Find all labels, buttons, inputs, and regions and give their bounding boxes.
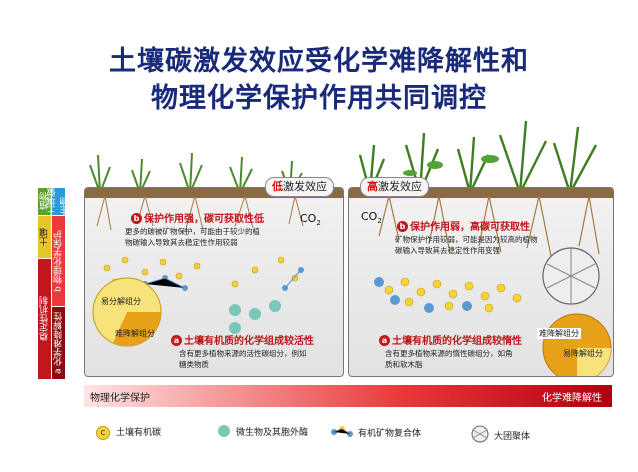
- right-roots: [378, 196, 600, 257]
- left-desc-a-line-1: 含有更多植物来源的活性碳组分，例如: [179, 349, 307, 358]
- side-physical-text: 物理化学保护: [54, 230, 64, 285]
- left-effect-badge: 低激发效应: [265, 177, 334, 197]
- left-co2-sub: 2: [316, 219, 321, 228]
- side-chem-text: 化学难降解性: [54, 312, 64, 367]
- side-label-soil: 土壤: [38, 216, 51, 258]
- side-physical-num: b: [53, 286, 64, 292]
- right-co2-text: CO: [361, 210, 378, 223]
- legend-soc: C 土壤有机碳: [96, 425, 161, 440]
- legend-aggregate-label: 大团聚体: [494, 432, 531, 442]
- title-line-2: 物理化学保护作用共同调控: [151, 83, 487, 114]
- right-co2: CO2: [361, 210, 382, 225]
- left-desc-b-line-2: 物碳输入导致其去稳定性作用较弱: [125, 238, 238, 247]
- right-pie-hard-label: 难降解组分: [537, 328, 581, 339]
- gradient-bar: 物理化学保护 化学难降解性: [84, 385, 612, 407]
- legend-soc-icon: C: [96, 426, 110, 440]
- legend-soc-label: 土壤有机碳: [116, 428, 162, 438]
- right-effect-badge: 高激发效应: [360, 177, 429, 197]
- title-line-1: 土壤碳激发效应受化学难降解性和: [109, 46, 529, 77]
- left-pie: [92, 277, 162, 347]
- left-desc-a-line-2: 糖类物质: [179, 360, 209, 369]
- legend-microbe-label: 微生物及其胞外酶: [236, 428, 309, 438]
- left-co2-text: CO: [300, 212, 317, 225]
- gradient-right-label: 化学难降解性: [542, 393, 602, 404]
- legend-microbe: 微生物及其胞外酶: [218, 425, 308, 438]
- left-particles: [103, 256, 304, 334]
- right-pie-easy-label: 易降解组分: [563, 349, 603, 358]
- left-heading-b-text: 保护作用强，碳可获取性低: [144, 214, 264, 225]
- left-desc-b-line-1: 更多的碳被矿物保护，可能由于较少的植: [125, 227, 260, 236]
- left-co2: CO2: [300, 212, 321, 227]
- soil-surface: [85, 188, 343, 198]
- right-heading-b-num: b: [397, 221, 408, 232]
- right-co2-sub: 2: [377, 217, 382, 226]
- side-label-microbe: 土壤微生物: [47, 188, 71, 215]
- right-desc-a-line-2: 质和软木脂: [385, 360, 423, 369]
- soil-surface-right: [349, 188, 613, 198]
- right-effect-label: 激发效应: [378, 180, 422, 193]
- left-heading-a-text: 土壤有机质的化学组成较活性: [184, 336, 314, 347]
- legend-complex: 有机矿物复合体: [330, 425, 421, 439]
- plants-illustration: [89, 120, 598, 194]
- right-heading-a-text: 土壤有机质的化学组成较惰性: [392, 336, 522, 347]
- right-desc-b-line-2: 碳输入导致其去稳定性作用变强: [395, 246, 500, 255]
- side-label-stability: 稳定性机制: [38, 259, 51, 379]
- left-effect-label: 激发效应: [283, 180, 327, 193]
- left-pie-hard-label: 难降解组分: [115, 329, 155, 338]
- legend-aggregate-icon: [471, 425, 489, 443]
- right-desc-a-line-1: 含有更多植物来源的惰性碳组分，如角: [385, 349, 513, 358]
- right-desc-b-line-1: 矿物保护作用较弱，可能是因为较高的植物: [395, 235, 538, 244]
- left-heading-b-num: b: [131, 213, 142, 224]
- legend-microbe-icon: [218, 425, 230, 437]
- legend-complex-label: 有机矿物复合体: [358, 429, 422, 439]
- right-desc-a: 含有更多植物来源的惰性碳组分，如角 质和软木脂: [385, 348, 513, 370]
- left-desc-b: 更多的碳被矿物保护，可能由于较少的植 物碳输入导致其去稳定性作用较弱: [125, 226, 260, 248]
- right-effect-level: 高: [367, 180, 378, 193]
- legend-aggregate: 大团聚体: [470, 425, 530, 443]
- gradient-left-label: 物理化学保护: [90, 393, 150, 404]
- left-heading-a-num: a: [171, 335, 182, 346]
- right-heading-a-num: a: [379, 335, 390, 346]
- right-desc-b: 矿物保护作用较弱，可能是因为较高的植物 碳输入导致其去稳定性作用变强: [395, 234, 538, 256]
- legend-complex-icon: [331, 426, 353, 437]
- left-effect-level: 低: [272, 180, 283, 193]
- right-heading-b-text: 保护作用弱，高碳可获取性: [410, 222, 530, 233]
- left-roots: [96, 196, 304, 233]
- left-pie-easy-label: 易分解组分: [101, 297, 141, 306]
- right-particles: [374, 247, 600, 313]
- side-chem-num: a: [53, 368, 64, 374]
- right-pie: [542, 313, 612, 376]
- left-desc-a: 含有更多植物来源的活性碳组分，例如 糖类物质: [179, 348, 307, 370]
